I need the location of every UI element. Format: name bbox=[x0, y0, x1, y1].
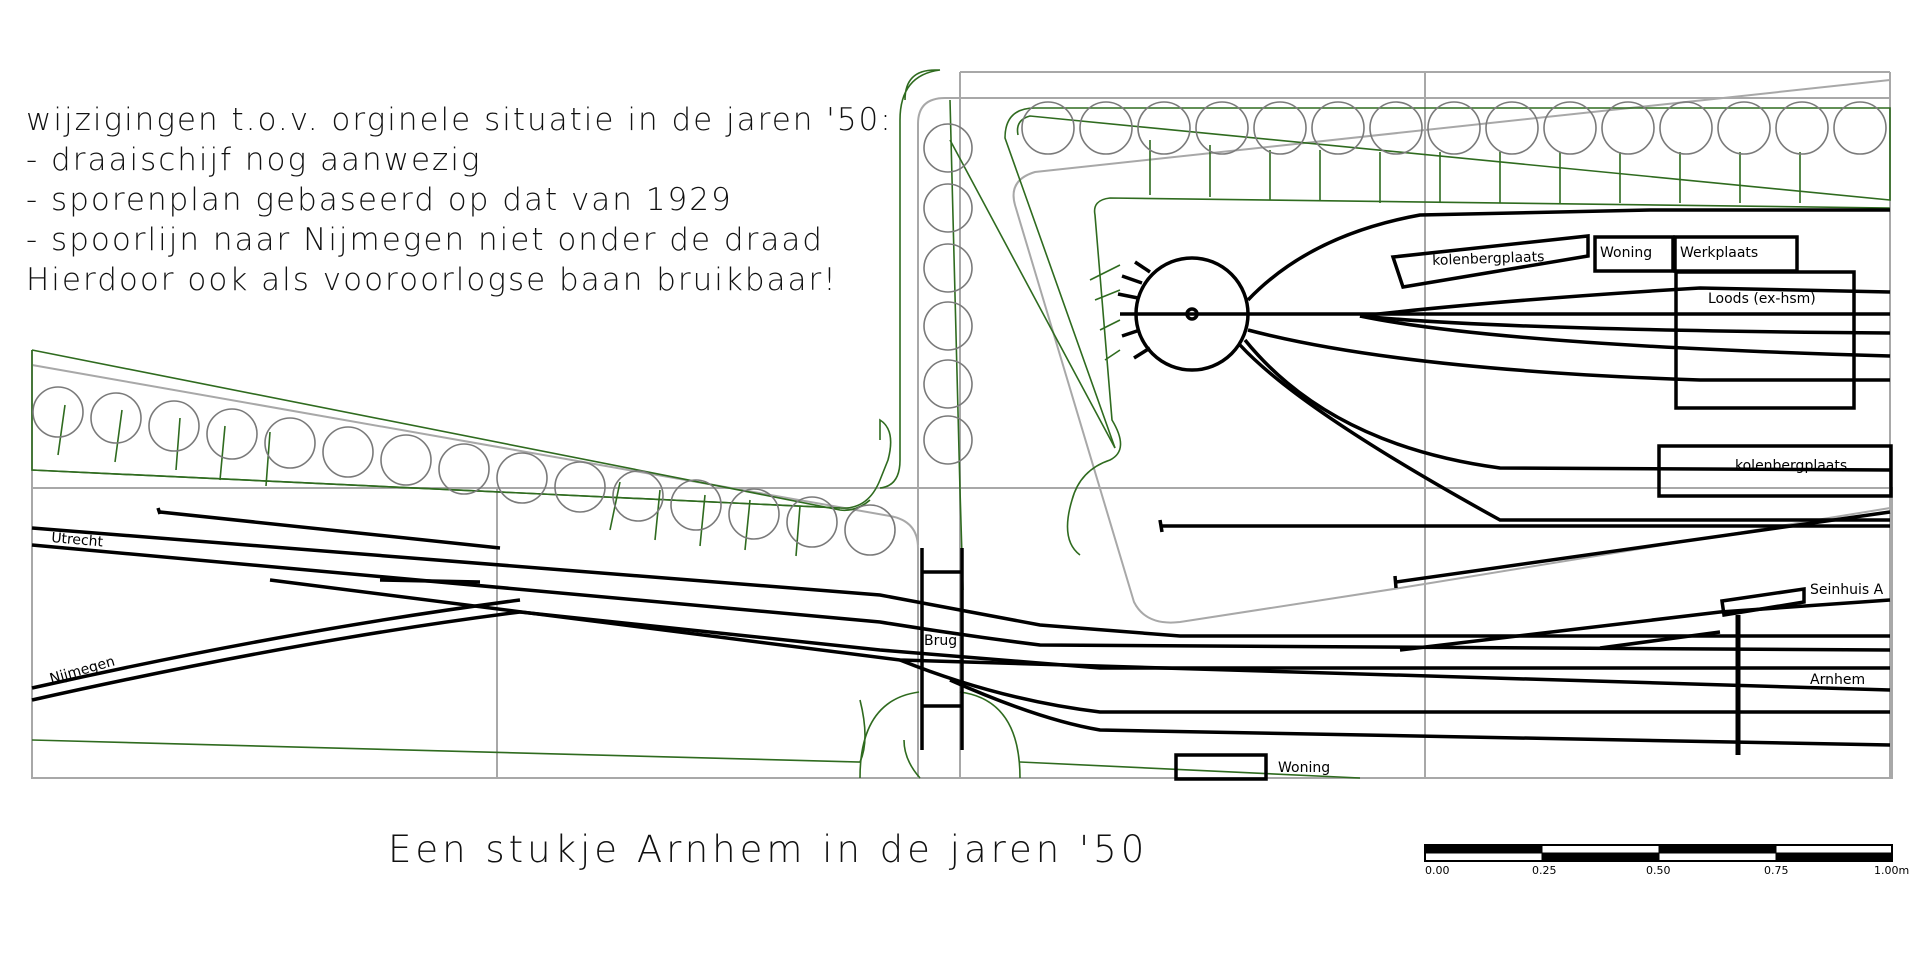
notes-line: - draaischijf nog aanwezig bbox=[26, 142, 482, 178]
scale-tick-2: 0.50 bbox=[1646, 864, 1671, 877]
kolenbergplaats-top-box bbox=[1390, 234, 1590, 289]
label-woning-top: Woning bbox=[1600, 245, 1653, 261]
woning-top-box bbox=[1593, 235, 1675, 273]
label-brug: Brug bbox=[924, 633, 958, 649]
caption: Een stukje Arnhem in de jaren '50 bbox=[388, 828, 1149, 871]
scale-bar bbox=[1424, 844, 1893, 862]
notes-block: wijzigingen t.o.v. orginele situatie in … bbox=[26, 100, 893, 300]
label-arnhem: Arnhem bbox=[1810, 672, 1866, 688]
scale-tick-1: 0.25 bbox=[1532, 864, 1557, 877]
label-werkplaats: Werkplaats bbox=[1680, 245, 1759, 261]
kolenbergplaats-right-box bbox=[1657, 444, 1893, 498]
loods-box bbox=[1674, 270, 1856, 410]
scale-tick-3: 0.75 bbox=[1764, 864, 1789, 877]
tracks bbox=[31, 208, 1891, 750]
label-kolenbergplaats-right: kolenbergplaats bbox=[1735, 458, 1848, 474]
trees bbox=[32, 101, 1887, 556]
scale-tick-0: 0.00 bbox=[1425, 864, 1450, 877]
notes-line: - sporenplan gebaseerd op dat van 1929 bbox=[26, 182, 733, 218]
notes-line: Hierdoor ook als vooroorlogse baan bruik… bbox=[26, 262, 838, 298]
label-woning-bottom: Woning bbox=[1278, 760, 1331, 776]
seinhuis-box bbox=[1720, 586, 1806, 618]
label-loods: Loods (ex-hsm) bbox=[1708, 291, 1816, 307]
buildings bbox=[1174, 234, 1893, 781]
notes-heading: wijzigingen t.o.v. orginele situatie in … bbox=[26, 102, 893, 138]
scale-tick-4: 1.00m bbox=[1874, 864, 1910, 877]
notes-line: - spoorlijn naar Nijmegen niet onder de … bbox=[26, 222, 824, 258]
woning-bottom-box bbox=[1174, 753, 1268, 781]
label-seinhuis: Seinhuis A bbox=[1810, 582, 1884, 598]
